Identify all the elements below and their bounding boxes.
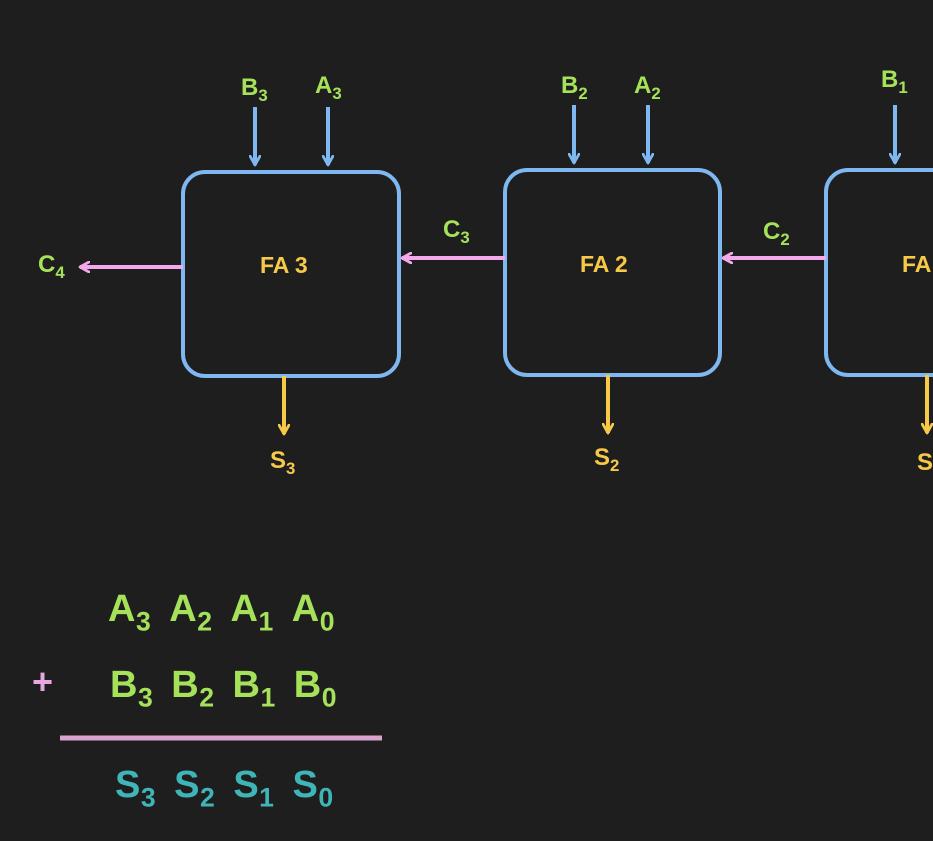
operand-a-row: A3 A2 A1 A0: [108, 588, 353, 637]
plus-sign: +: [32, 661, 54, 702]
fa2-block: [503, 168, 722, 377]
s2-term: S2: [174, 764, 216, 813]
fa3-title: FA 3: [260, 252, 308, 278]
b2-label: B2: [561, 72, 588, 103]
a2-term: A2: [169, 588, 213, 637]
fa2-title: FA 2: [580, 251, 628, 277]
fa3-block: [181, 170, 401, 378]
fa1-title: FA: [902, 251, 932, 277]
s3-label: S3: [270, 447, 296, 478]
b1-term: B1: [232, 664, 276, 713]
a2-label: A2: [634, 72, 661, 103]
a3-label: A3: [315, 72, 342, 103]
b1-label: B1: [881, 66, 908, 97]
c3-label: C3: [443, 216, 470, 247]
b3-label: B3: [241, 74, 268, 105]
b0-term: B0: [293, 664, 337, 713]
c2-label: C2: [763, 218, 790, 249]
c4-label: C4: [38, 251, 65, 282]
a1-term: A1: [230, 588, 274, 637]
s0-term: S0: [292, 764, 334, 813]
a3-term: A3: [108, 588, 152, 637]
fa1-block: [824, 168, 933, 377]
a0-term: A0: [291, 588, 335, 637]
operand-b-row: B3 B2 B1 B0: [110, 664, 355, 713]
b3-term: B3: [110, 664, 154, 713]
s2-label: S2: [594, 444, 620, 475]
s1-label: S: [917, 449, 933, 476]
b2-term: B2: [171, 664, 215, 713]
result-row: S3 S2 S1 S0: [115, 764, 352, 813]
s3-term: S3: [115, 764, 157, 813]
s1-term: S1: [233, 764, 275, 813]
